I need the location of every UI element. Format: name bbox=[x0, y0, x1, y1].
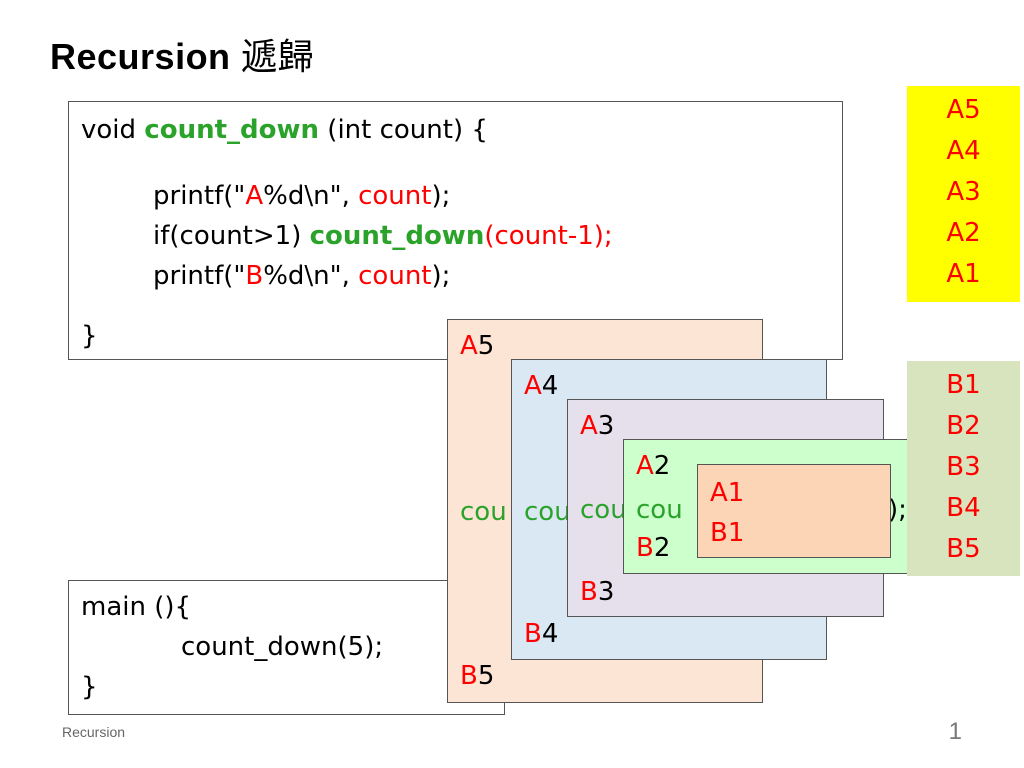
frame-4-a: A4 bbox=[524, 371, 559, 401]
a-output-item: A4 bbox=[946, 136, 981, 166]
b-output-list: B1 B2 B3 B4 B5 bbox=[907, 361, 1020, 576]
frame-5-a: A5 bbox=[460, 331, 495, 361]
b-output-item: B3 bbox=[946, 452, 981, 482]
a-output-item: A2 bbox=[946, 218, 981, 248]
footer-label: Recursion bbox=[62, 724, 126, 740]
main-line-1: main (){ bbox=[81, 592, 192, 622]
frame-1-b: B1 bbox=[710, 518, 745, 548]
title-latin: Recursion bbox=[50, 36, 231, 77]
function-name: count_down bbox=[144, 115, 320, 145]
count-down-code-box: void count_down (int count) { printf("A%… bbox=[68, 101, 843, 360]
frame-2-a: A2 bbox=[636, 451, 671, 481]
frame-2-call: cou bbox=[636, 495, 683, 525]
b-output-item: B1 bbox=[946, 370, 981, 400]
code-line-close: } bbox=[81, 321, 98, 351]
frame-3-b: B3 bbox=[580, 577, 615, 607]
frame-2-b: B2 bbox=[636, 533, 671, 563]
main-line-3: } bbox=[81, 672, 98, 702]
frame-4-call: cou bbox=[524, 497, 571, 527]
frame-1-a: A1 bbox=[710, 478, 745, 508]
title-cjk: 遞歸 bbox=[241, 37, 315, 78]
frame-5-b: B5 bbox=[460, 661, 495, 691]
b-output-item: B2 bbox=[946, 411, 981, 441]
code-line-printf-b: printf("B%d\n", count); bbox=[153, 261, 451, 291]
frame-3-a: A3 bbox=[580, 411, 615, 441]
a-output-item: A1 bbox=[946, 259, 981, 289]
a-output-item: A3 bbox=[946, 177, 981, 207]
main-code-box: main (){ count_down(5); } bbox=[68, 580, 505, 715]
frame-5-call: cou bbox=[460, 497, 507, 527]
main-line-2: count_down(5); bbox=[181, 632, 384, 662]
call-frame-1: A1 B1 bbox=[697, 464, 891, 558]
code-line-if: if(count>1) count_down(count-1); bbox=[153, 221, 613, 251]
frame-2-call-tail: ); bbox=[888, 495, 907, 525]
code-line-printf-a: printf("A%d\n", count); bbox=[153, 181, 451, 211]
slide-title: Recursion 遞歸 bbox=[50, 28, 314, 80]
frame-3-call: cou bbox=[580, 495, 627, 525]
b-output-item: B5 bbox=[946, 534, 981, 564]
code-line-signature: void count_down (int count) { bbox=[81, 115, 488, 145]
a-output-item: A5 bbox=[946, 95, 981, 125]
page-number: 1 bbox=[948, 718, 962, 745]
a-output-list: A5 A4 A3 A2 A1 bbox=[907, 86, 1020, 302]
b-output-item: B4 bbox=[946, 493, 981, 523]
frame-4-b: B4 bbox=[524, 619, 559, 649]
